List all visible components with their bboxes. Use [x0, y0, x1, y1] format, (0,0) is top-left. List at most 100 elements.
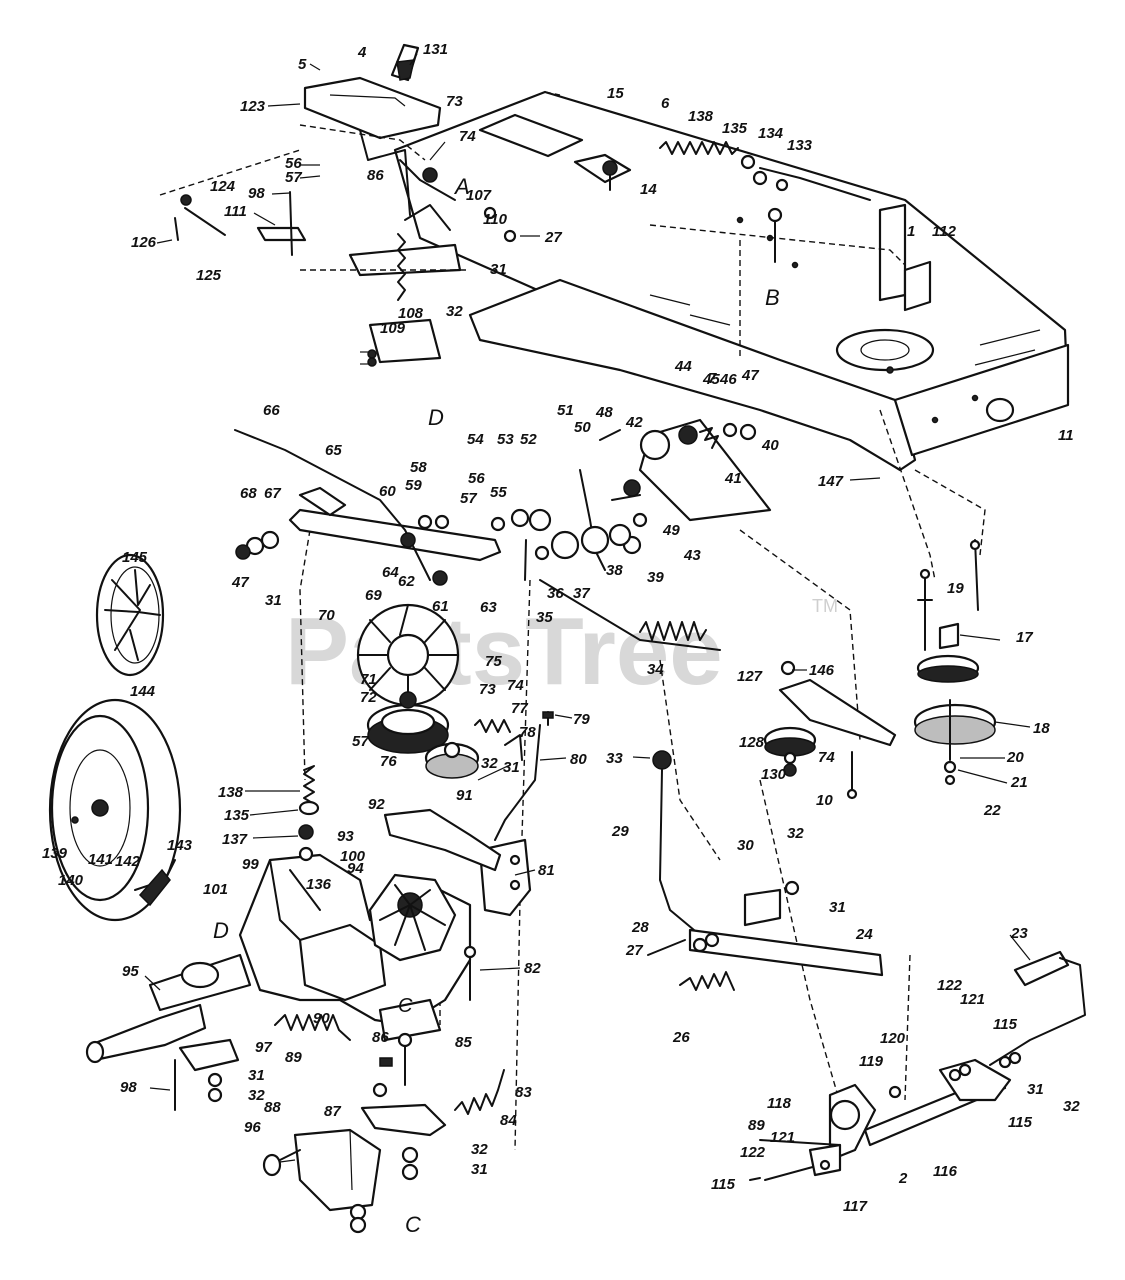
- callout-label: A: [453, 174, 470, 199]
- shift-lever-icon: [174, 43, 517, 367]
- callout-label: 32: [481, 755, 498, 772]
- callout-label: 63: [480, 599, 497, 616]
- callout-label: 1: [907, 223, 915, 240]
- callout-label: 108: [398, 305, 424, 322]
- pedal-icon: [647, 750, 1086, 1181]
- callout-labels: 5 4 131 123 73 56 57 86 74 124 98 A 107 …: [42, 41, 1080, 1237]
- callout-label: 80: [570, 751, 587, 768]
- callout-label: 115: [1008, 1114, 1033, 1131]
- pulley-icon: [599, 418, 772, 555]
- callout-label: 21: [1010, 774, 1028, 791]
- callout-label: 32: [1063, 1098, 1080, 1115]
- callout-label: 85: [455, 1034, 472, 1051]
- callout-label: 31: [490, 261, 507, 278]
- callout-label: 19: [947, 580, 964, 597]
- callout-label: 31: [1027, 1081, 1044, 1098]
- transaxle-icon: [85, 724, 541, 1234]
- callout-label: 52: [520, 431, 537, 448]
- callout-label: 47: [231, 574, 249, 591]
- callout-label: 91: [456, 787, 473, 804]
- callout-label: 146: [809, 662, 835, 679]
- callout-label: 11: [1058, 427, 1074, 444]
- callout-label: 38: [606, 562, 623, 579]
- callout-label: 40: [761, 437, 779, 454]
- callout-label: 32: [471, 1141, 488, 1158]
- callout-label: 73: [446, 93, 463, 110]
- callout-label: 50: [574, 419, 591, 436]
- callout-label: 32: [248, 1087, 265, 1104]
- callout-label: 41: [724, 470, 742, 487]
- callout-label: 27: [625, 942, 643, 959]
- callout-label: 135: [224, 807, 250, 824]
- callout-label: 100: [340, 848, 366, 865]
- callout-label: 112: [932, 223, 957, 240]
- wheel-icon: [48, 698, 182, 922]
- callout-label: 39: [647, 569, 664, 586]
- callout-label: B: [765, 285, 780, 310]
- callout-label: 116: [933, 1163, 958, 1180]
- callout-label: D: [213, 918, 229, 943]
- callout-label: 24: [855, 926, 873, 943]
- callout-label: 65: [325, 442, 342, 459]
- pulley-icon: [366, 691, 554, 779]
- callout-label: 145: [122, 549, 148, 566]
- callout-label: 126: [131, 234, 157, 251]
- callout-label: 69: [365, 587, 382, 604]
- callout-label: 46: [719, 371, 737, 388]
- callout-label: 23: [1010, 925, 1028, 942]
- callout-label: 14: [640, 181, 657, 198]
- callout-label: 138: [218, 784, 244, 801]
- callout-label: 57: [460, 490, 477, 507]
- callout-label: 15: [607, 85, 624, 102]
- callout-label: 47: [741, 367, 759, 384]
- callout-label: 130: [761, 766, 787, 783]
- cooling-fan-icon: [356, 603, 460, 707]
- callout-label: 57: [285, 169, 302, 186]
- callout-label: 109: [380, 320, 406, 337]
- callout-label: 121: [960, 991, 985, 1008]
- callout-label: 144: [130, 683, 156, 700]
- callout-label: 61: [432, 598, 449, 615]
- callout-label: 44: [674, 358, 692, 375]
- callout-label: 89: [748, 1117, 765, 1134]
- callout-label: 32: [787, 825, 804, 842]
- callout-label: 147: [818, 473, 844, 490]
- callout-label: 115: [711, 1176, 736, 1193]
- callout-label: 26: [672, 1029, 690, 1046]
- callout-label: 93: [337, 828, 354, 845]
- callout-label: 94: [347, 860, 364, 877]
- callout-label: 31: [829, 899, 846, 916]
- callout-label: 71: [360, 671, 377, 688]
- callout-label: 111: [224, 203, 247, 220]
- callout-label: 122: [937, 977, 963, 994]
- callout-label: 55: [490, 484, 507, 501]
- callout-label: 28: [631, 919, 649, 936]
- callout-label: 121: [770, 1129, 795, 1146]
- callout-label: 139: [42, 845, 68, 862]
- hubcap-icon: [95, 553, 165, 677]
- callout-label: 99: [242, 856, 259, 873]
- callout-label: 27: [544, 229, 562, 246]
- callout-label: C: [398, 995, 413, 1017]
- callout-label: 138: [688, 108, 714, 125]
- callout-label: 67: [264, 485, 281, 502]
- callout-label: 120: [880, 1030, 906, 1047]
- callout-label: 58: [410, 459, 427, 476]
- callout-label: 30: [737, 837, 754, 854]
- callout-label: 32: [446, 303, 463, 320]
- callout-label: 42: [625, 414, 643, 431]
- callout-label: 49: [662, 522, 680, 539]
- callout-label: 5: [298, 56, 307, 73]
- callout-label: 56: [285, 155, 302, 172]
- callout-label: 60: [379, 483, 396, 500]
- callout-label: 20: [1006, 749, 1024, 766]
- callout-label: 48: [595, 404, 613, 421]
- callout-label: 136: [306, 876, 332, 893]
- callout-label: 43: [683, 547, 701, 564]
- callout-label: 78: [519, 724, 536, 741]
- callout-label: 82: [524, 960, 541, 977]
- callout-label: 128: [739, 734, 765, 751]
- callout-label: 76: [380, 753, 397, 770]
- callout-label: 31: [248, 1067, 265, 1084]
- callout-label: 62: [398, 573, 415, 590]
